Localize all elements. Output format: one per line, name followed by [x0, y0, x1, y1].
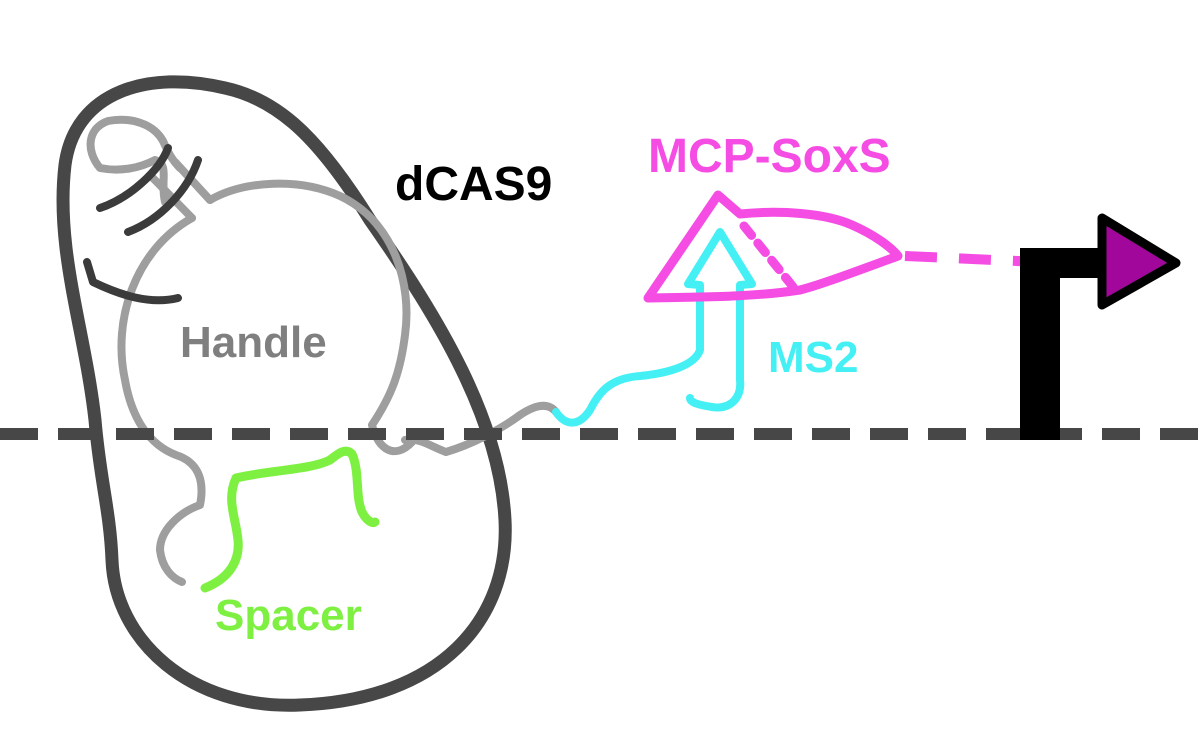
- label-handle: Handle: [180, 318, 327, 367]
- ms2-aptamer: [552, 228, 756, 427]
- label-mcp-soxs: MCP-SoxS: [648, 130, 891, 183]
- label-spacer: Spacer: [215, 591, 362, 640]
- dcas9-outline: [56, 75, 512, 712]
- mcp-soxs-activator: [643, 190, 903, 303]
- label-ms2: MS2: [768, 333, 858, 382]
- activation-link: [904, 251, 1041, 267]
- spacer-strand: [200, 446, 380, 593]
- label-dcas9: dCAS9: [395, 158, 552, 211]
- hairpin-bars: [83, 144, 202, 305]
- promoter-arrow-icon: [1020, 213, 1181, 440]
